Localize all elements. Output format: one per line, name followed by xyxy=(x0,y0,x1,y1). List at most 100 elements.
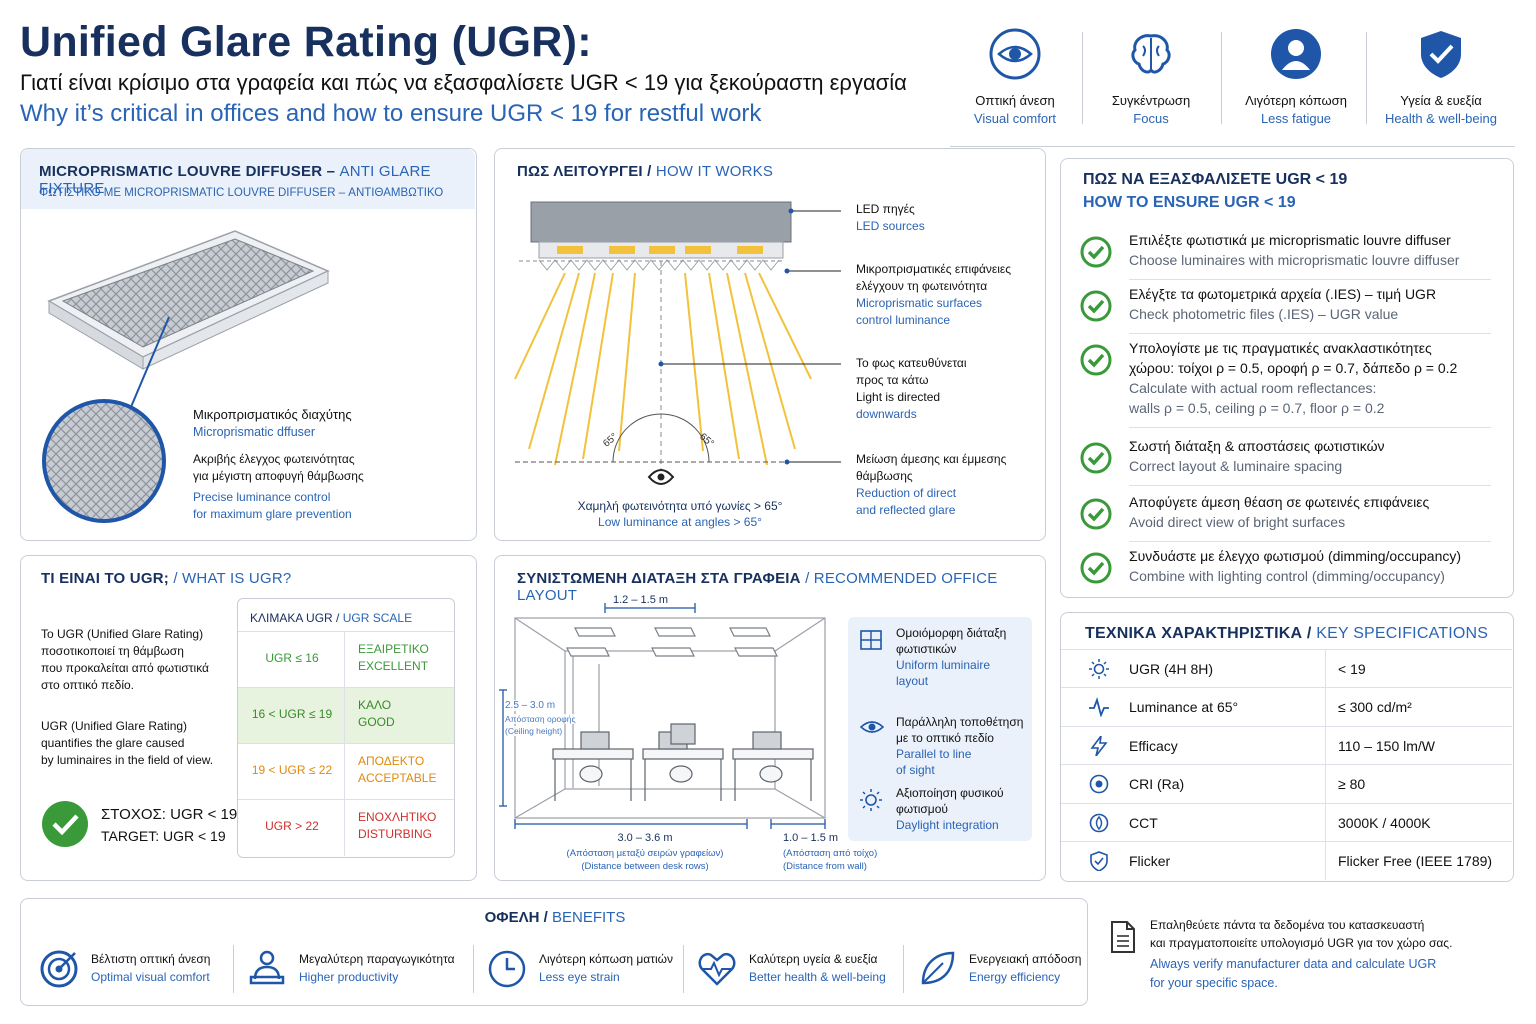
tip-2-en-1: Parallel to line xyxy=(896,747,972,761)
dim-top: 1.2 – 1.5 m xyxy=(613,594,669,606)
spec-value: 3000K / 4000K xyxy=(1338,814,1431,831)
reduction-label-gr-2: θάμβωσης xyxy=(856,469,913,483)
tip-1-en-1: Uniform luminaire xyxy=(896,658,991,672)
spec-divider xyxy=(1325,842,1326,880)
tip-2-en-2: of sight xyxy=(896,763,935,777)
divider xyxy=(1221,32,1222,124)
top-icon-less-fatigue: Λιγότερη κόπωση Less fatigue xyxy=(1231,28,1361,126)
office-layout-illustration xyxy=(499,603,826,829)
divider xyxy=(1082,32,1083,124)
led-label-gr: LED πηγές xyxy=(856,202,915,216)
top-icon-label-en: Visual comfort xyxy=(973,111,1057,126)
target-en: TARGET: UGR < 19 xyxy=(101,828,226,844)
checkmark-icon xyxy=(1080,442,1112,474)
spec-row: UGR (4H 8H) < 19 xyxy=(1061,649,1512,688)
micro-label-gr-1: Μικροπρισματικές επιφάνειες xyxy=(856,262,1012,276)
reduction-label-en-1: Reduction of direct xyxy=(856,486,957,500)
cri-icon xyxy=(1089,774,1109,794)
tip-3-gr-1: Αξιοποίηση φυσικού xyxy=(896,786,1004,800)
ugr-scale-en: GOOD xyxy=(358,715,395,729)
benefit-divider xyxy=(473,945,474,993)
micro-label-gr-2: ελέγχουν τη φωτεινότητα xyxy=(856,279,988,293)
layout-title-en: / RECOMMENDED OFFICE LAYOUT xyxy=(517,570,998,604)
ensure-item-gr-2: χώρου: τοίχοι ρ = 0.5, οροφή ρ = 0.7, δά… xyxy=(1129,360,1458,376)
shield-check-icon xyxy=(1421,31,1461,78)
ugr-scale-gr: ΑΠΟΔΕΚΤΟ xyxy=(358,754,425,768)
dim-wall: 1.0 – 1.5 m xyxy=(783,832,839,844)
leaf-icon xyxy=(921,951,955,985)
ugr-scale-divider xyxy=(344,688,345,744)
spec-value: < 19 xyxy=(1338,661,1366,677)
ensure-item-gr: Υπολογίστε με τις πραγματικές ανακλαστικ… xyxy=(1129,340,1432,356)
specs-card: ΤΕΧΝΙΚΑ ΧΑΡΑΚΤΗΡΙΣΤΙΚΑ / KEY SPECIFICATI… xyxy=(1060,612,1514,882)
led-label-en: LED sources xyxy=(856,219,925,233)
benefits-title-en: BENEFITS xyxy=(551,909,626,926)
clock-icon xyxy=(488,950,526,988)
spec-value: Flicker Free (IEEE 1789) xyxy=(1338,853,1493,869)
diffuser-title-gr: ΦΩΤΙΣΤΙΚΟ ΜΕ MICROPRISMATIC LOUVRE DIFFU… xyxy=(39,187,444,199)
checkmark-icon xyxy=(1080,290,1112,322)
spec-divider xyxy=(1325,803,1326,842)
note-en-1: Always verify manufacturer data and calc… xyxy=(1150,957,1437,971)
ensure-item-gr: Ελέγξτε τα φωτομετρικά αρχεία (.IES) – τ… xyxy=(1129,286,1437,302)
person-icon xyxy=(1271,29,1321,79)
page-subtitle-gr: Γιατί είναι κρίσιμο στα γραφεία και πώς … xyxy=(20,70,907,95)
benefits-title-gr: ΟΦΕΛΗ / xyxy=(484,909,548,926)
top-icon-label-gr: Υγεία & ευεξία xyxy=(1400,93,1482,108)
ensure-item-en: Check photometric files (.IES) – UGR val… xyxy=(1129,306,1399,322)
down-label-en-2: downwards xyxy=(856,407,917,421)
top-icon-health: Υγεία & ευεξία Health & well-being xyxy=(1376,28,1506,126)
what-text-en-1: UGR (Unified Glare Rating) xyxy=(41,719,188,733)
tip-1-en-2: layout xyxy=(896,674,929,688)
spec-value: ≥ 80 xyxy=(1338,776,1366,793)
diffuser-desc-en-2: for maximum glare prevention xyxy=(193,507,352,521)
spec-divider xyxy=(1325,726,1326,765)
ensure-divider xyxy=(1129,427,1491,428)
diffuser-desc-gr-1: Ακριβής έλεγχος φωτεινότητας xyxy=(193,452,355,466)
diffuser-desc-gr-2: για μέγιστη αποφυγή θάμβωσης xyxy=(193,469,364,483)
how-illustration xyxy=(514,201,841,485)
checkmark-icon xyxy=(1080,498,1112,530)
low-luminance-en: Low luminance at angles > 65° xyxy=(598,515,762,529)
ensure-title-en: HOW TO ENSURE UGR < 19 xyxy=(1083,194,1296,211)
diffuser-illustration xyxy=(42,230,330,523)
benefit-label-en: Optimal visual comfort xyxy=(91,970,210,984)
spec-label: UGR (4H 8H) xyxy=(1129,661,1214,677)
eye-icon xyxy=(860,721,884,733)
ensure-item-en: Choose luminaires with microprismatic lo… xyxy=(1129,252,1460,268)
how-title-en: HOW IT WORKS xyxy=(655,163,774,180)
scale-title-en: UGR SCALE xyxy=(342,611,413,625)
top-icon-label-gr: Λιγότερη κόπωση xyxy=(1245,93,1347,108)
spec-value: 110 – 150 lm/W xyxy=(1338,737,1436,754)
what-title-en: / WHAT IS UGR? xyxy=(173,570,292,587)
top-icon-label-en: Health & well-being xyxy=(1384,111,1497,126)
what-text-gr-3: που προκαλείται από φωτιστικά xyxy=(41,661,209,675)
ensure-item-gr: Συνδυάστε με έλεγχο φωτισμού (dimming/oc… xyxy=(1129,548,1462,564)
target-icon xyxy=(40,950,78,988)
brain-icon xyxy=(1131,34,1171,74)
down-label-en-1: Light is directed xyxy=(856,390,941,404)
dim-left-1: 2.5 – 3.0 m xyxy=(505,700,556,711)
target-check-icon xyxy=(42,801,88,847)
pulse-icon xyxy=(1089,697,1109,718)
benefit-label-gr: Μεγαλύτερη παραγωγικότητα xyxy=(299,952,455,966)
ugr-scale-en: ACCEPTABLE xyxy=(358,771,437,785)
ugr-scale-divider xyxy=(344,800,345,856)
spec-label: CCT xyxy=(1129,814,1158,831)
spec-label: Flicker xyxy=(1129,853,1171,869)
tip-2-gr-1: Παράλληλη τοποθέτηση xyxy=(896,715,1024,729)
spec-value: ≤ 300 cd/m² xyxy=(1338,699,1412,716)
how-it-works-card: ΠΩΣ ΛΕΙΤΟΥΡΓΕΙ / HOW IT WORKS 65° 65° LE… xyxy=(494,148,1046,541)
diffuser-header-bg xyxy=(21,149,475,209)
spec-row: CCT 3000K / 4000K xyxy=(1061,802,1512,842)
layout-tips-panel: Ομοιόμορφη διάταξη φωτιστικών Uniform lu… xyxy=(848,617,1032,841)
reduction-label-en-2: and reflected glare xyxy=(856,503,956,517)
tip-1-gr-1: Ομοιόμορφη διάταξη xyxy=(896,626,1007,640)
ugr-scale-range: 16 < UGR ≤ 19 xyxy=(251,707,333,721)
